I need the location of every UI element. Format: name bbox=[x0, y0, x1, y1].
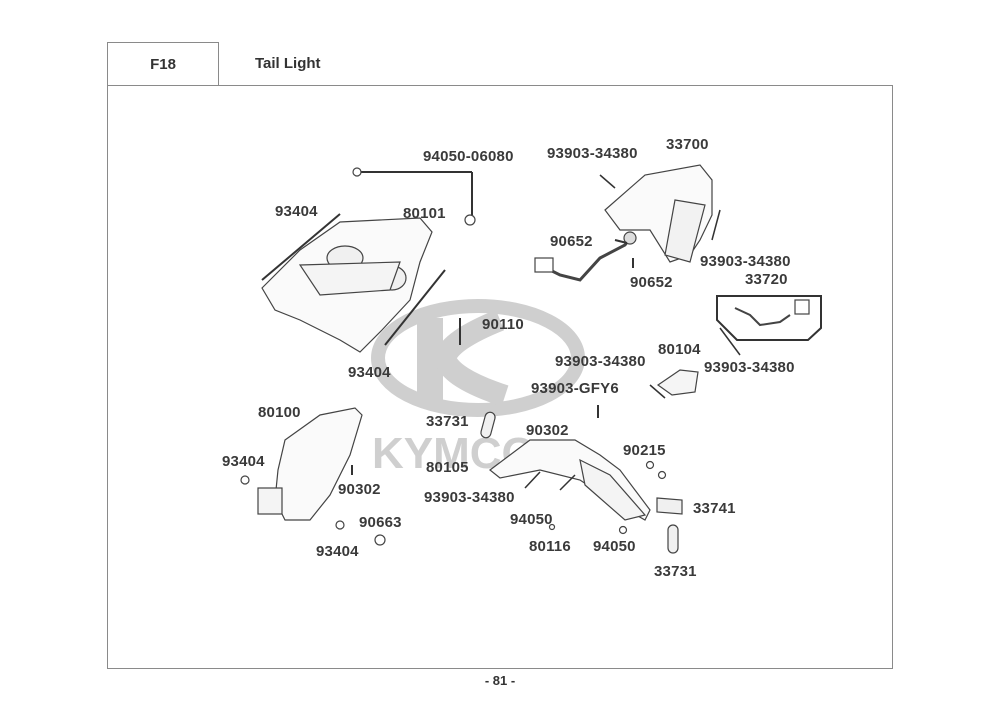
parts-drawings bbox=[240, 164, 822, 554]
figure-code: F18 bbox=[150, 56, 176, 73]
part-label[interactable]: 80100 bbox=[258, 404, 301, 421]
part-label[interactable]: 80105 bbox=[426, 459, 469, 476]
figure-code-cell: F18 bbox=[107, 42, 219, 86]
leader-line bbox=[384, 269, 446, 346]
part-label[interactable]: 94050-06080 bbox=[423, 148, 514, 165]
part-label[interactable]: 90652 bbox=[630, 274, 673, 291]
nut-icon bbox=[618, 525, 628, 535]
part-80100-bracket bbox=[257, 487, 283, 515]
part-label[interactable]: 90663 bbox=[359, 514, 402, 531]
screw-icon bbox=[335, 520, 345, 530]
part-label[interactable]: 90302 bbox=[338, 481, 381, 498]
nut-icon bbox=[464, 214, 476, 226]
part-label[interactable]: 33731 bbox=[426, 413, 469, 430]
part-label[interactable]: 33720 bbox=[745, 271, 788, 288]
connector-icon bbox=[534, 257, 554, 273]
part-label[interactable]: 93903-34380 bbox=[700, 253, 791, 270]
part-label[interactable]: 93404 bbox=[316, 543, 359, 560]
part-33741-drawing bbox=[656, 497, 683, 515]
part-label[interactable]: 80116 bbox=[529, 538, 571, 555]
part-label[interactable]: 90652 bbox=[550, 233, 593, 250]
part-label[interactable]: 94050 bbox=[510, 511, 553, 528]
part-label[interactable]: 93903-34380 bbox=[547, 145, 638, 162]
part-label[interactable]: 90215 bbox=[623, 442, 666, 459]
part-label[interactable]: 33731 bbox=[654, 563, 697, 580]
reflector-icon bbox=[667, 524, 679, 554]
part-label[interactable]: 94050 bbox=[593, 538, 636, 555]
part-label[interactable]: 80101 bbox=[403, 205, 446, 222]
part-label[interactable]: 93903-34380 bbox=[424, 489, 515, 506]
screw-icon bbox=[548, 523, 556, 531]
part-33720-socket bbox=[794, 299, 810, 315]
leader-line bbox=[261, 213, 341, 281]
clip-icon bbox=[374, 534, 386, 546]
part-label[interactable]: 90302 bbox=[526, 422, 569, 439]
part-label[interactable]: 33741 bbox=[693, 500, 736, 517]
part-label[interactable]: 93404 bbox=[275, 203, 318, 220]
part-label[interactable]: 93903-GFY6 bbox=[531, 380, 619, 397]
part-label[interactable]: 93404 bbox=[348, 364, 391, 381]
diagram-frame bbox=[107, 85, 893, 669]
nut-icon bbox=[352, 167, 362, 177]
part-label[interactable]: 93903-34380 bbox=[704, 359, 795, 376]
wire-harness bbox=[539, 237, 632, 282]
kymco-watermark-logo bbox=[371, 299, 585, 417]
part-80100-drawing bbox=[274, 407, 363, 521]
reflector-icon bbox=[480, 411, 496, 439]
part-33720-wire bbox=[734, 307, 791, 327]
nut-icon bbox=[657, 470, 667, 480]
page-number: - 81 - bbox=[484, 673, 516, 688]
part-33700-drawing bbox=[604, 164, 713, 263]
part-33720-box bbox=[716, 295, 822, 341]
screw-icon bbox=[240, 475, 250, 485]
part-label[interactable]: 90110 bbox=[482, 316, 524, 333]
part-label[interactable]: 93903-34380 bbox=[555, 353, 646, 370]
part-label[interactable]: 93404 bbox=[222, 453, 265, 470]
part-label[interactable]: 33700 bbox=[666, 136, 709, 153]
part-label[interactable]: 80104 bbox=[658, 341, 701, 358]
bolt-icon bbox=[645, 460, 655, 470]
grommet-icon bbox=[623, 231, 637, 245]
part-80104-drawing bbox=[656, 369, 699, 396]
page-title: Tail Light bbox=[255, 55, 321, 72]
part-80101-drawing bbox=[261, 217, 433, 353]
